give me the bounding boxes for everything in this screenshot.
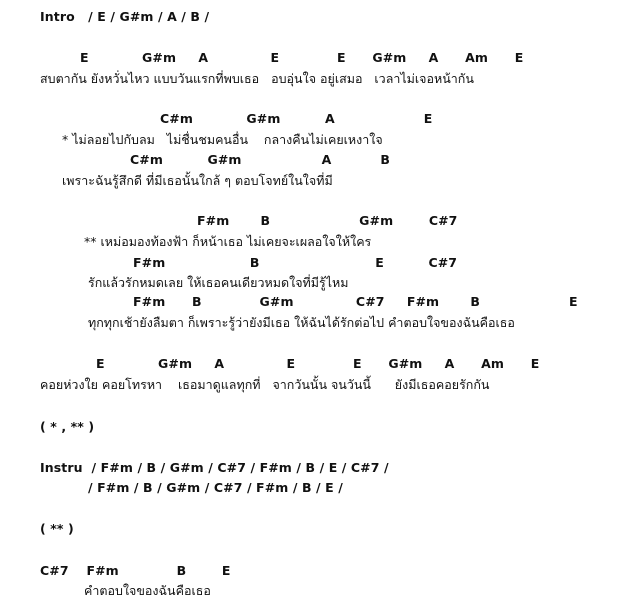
prechorus2-chords: C#m G#m A B xyxy=(130,152,391,167)
intro-line: Intro / E / G#m / A / B / xyxy=(40,9,210,24)
prechorus1-chords: C#m G#m A E xyxy=(160,111,433,126)
verse1-lyrics: สบตากัน ยังหวั่นไหว แบบวันแรกที่พบเธอ อบ… xyxy=(40,71,474,86)
chorus3-lyrics: ทุกทุกเช้ายังลืมตา ก็เพราะรู้ว่ายังมีเธอ… xyxy=(88,315,515,330)
outro-lyrics: คำตอบใจของฉันคือเธอ xyxy=(84,583,211,598)
outro-chords: C#7 F#m B E xyxy=(40,563,231,578)
repeat-marker-2: ( ** ) xyxy=(40,521,74,536)
chorus1-chords: F#m B G#m C#7 xyxy=(197,213,458,228)
verse1-chords: E G#m A E E G#m A Am E xyxy=(80,50,524,65)
verse2-lyrics: คอยห่วงใย คอยโทรหา เธอมาดูแลทุกที่ จากวั… xyxy=(40,377,490,392)
chorus2-lyrics: รักแล้วรักหมดเลย ให้เธอคนเดียวหมดใจที่มี… xyxy=(88,275,349,290)
chorus2-chords: F#m B E C#7 xyxy=(133,255,458,270)
repeat-marker-1: ( * , ** ) xyxy=(40,419,95,434)
chorus1-lyrics: ** เหม่อมองท้องฟ้า ก็หน้าเธอ ไม่เคยจะเผล… xyxy=(84,234,372,249)
verse2-chords: E G#m A E E G#m A Am E xyxy=(96,356,540,371)
instrumental-line-1: Instru / F#m / B / G#m / C#7 / F#m / B /… xyxy=(40,460,389,475)
prechorus1-lyrics: * ไม่ลอยไปกับลม ไม่ชื่นชมคนอื่น กลางคืนไ… xyxy=(62,132,383,147)
instrumental-line-2: / F#m / B / G#m / C#7 / F#m / B / E / xyxy=(88,480,343,495)
prechorus2-lyrics: เพราะฉันรู้สึกดี ที่มีเธอนั้นใกล้ ๆ ตอบโ… xyxy=(62,173,333,188)
chorus3-chords: F#m B G#m C#7 F#m B E xyxy=(133,294,578,309)
